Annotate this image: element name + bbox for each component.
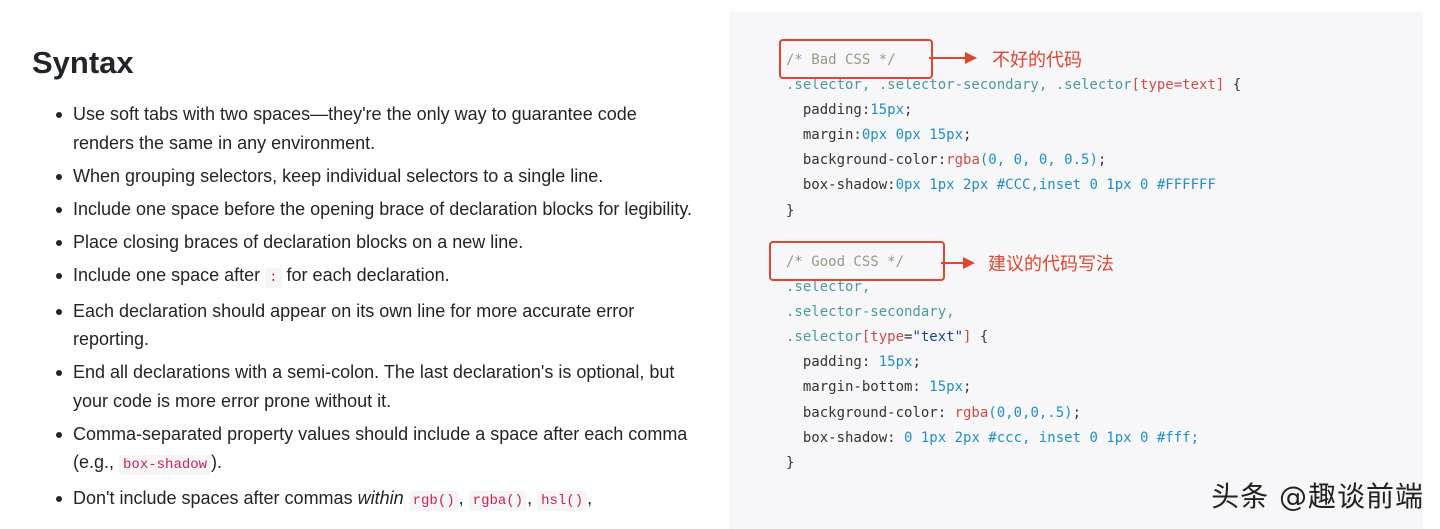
bad-code-annotation: 不好的代码 <box>992 50 1082 71</box>
code-line: margin: <box>786 127 862 144</box>
code-line: background-color: <box>786 404 955 421</box>
code-selector: .selector-secondary, <box>786 304 955 321</box>
list-item: Include one space before the opening bra… <box>55 195 695 224</box>
code-line: padding: <box>786 102 871 119</box>
emphasis-text: within <box>357 488 404 508</box>
inline-code: rgb() <box>408 491 459 511</box>
code-line: background-color: <box>786 152 947 169</box>
bad-code-callout-box <box>779 39 933 79</box>
code-comment: /* Bad CSS */ <box>786 52 896 68</box>
code-line: padding: <box>786 354 879 371</box>
list-item: Use soft tabs with two spaces—they're th… <box>55 100 695 157</box>
code-line: box-shadow: <box>786 177 896 194</box>
code-line: margin-bottom: <box>786 379 930 396</box>
list-item: Place closing braces of declaration bloc… <box>55 228 695 257</box>
good-code-arrow-icon <box>941 257 975 269</box>
good-code-annotation: 建议的代码写法 <box>988 254 1114 275</box>
list-item: Comma-separated property values should i… <box>55 420 695 480</box>
guideline-list: Use soft tabs with two spaces—they're th… <box>55 100 695 520</box>
bad-css-code-block: /* Bad CSS */ .selector, .selector-secon… <box>786 52 1242 219</box>
inline-code: rgba() <box>468 491 528 511</box>
code-selector: .selector, <box>786 279 871 296</box>
list-item: When grouping selectors, keep individual… <box>55 162 695 191</box>
good-code-callout-box <box>769 241 945 281</box>
list-item: Include one space after : for each decla… <box>55 261 695 293</box>
section-title: Syntax <box>32 45 134 80</box>
inline-code: box-shadow <box>119 455 212 475</box>
list-item: End all declarations with a semi-colon. … <box>55 358 695 415</box>
code-selector: .selector <box>786 329 862 346</box>
code-selector: .selector, .selector-secondary, .selecto… <box>786 77 1132 94</box>
code-comment: /* Good CSS */ <box>786 254 905 270</box>
list-item: Don't include spaces after commas within… <box>55 484 695 516</box>
syntax-section: Syntax Use soft tabs with two spaces—the… <box>32 45 695 520</box>
good-css-code-block: /* Good CSS */ .selector, .selector-seco… <box>786 254 1200 471</box>
list-item: Each declaration should appear on its ow… <box>55 297 695 354</box>
watermark: 头条 @趣谈前端 <box>1211 480 1424 513</box>
bad-code-arrow-icon <box>929 52 977 64</box>
code-line: box-shadow: <box>786 429 905 446</box>
inline-code: hsl() <box>537 491 588 511</box>
code-panel <box>730 12 1423 529</box>
inline-code: : <box>265 267 282 288</box>
